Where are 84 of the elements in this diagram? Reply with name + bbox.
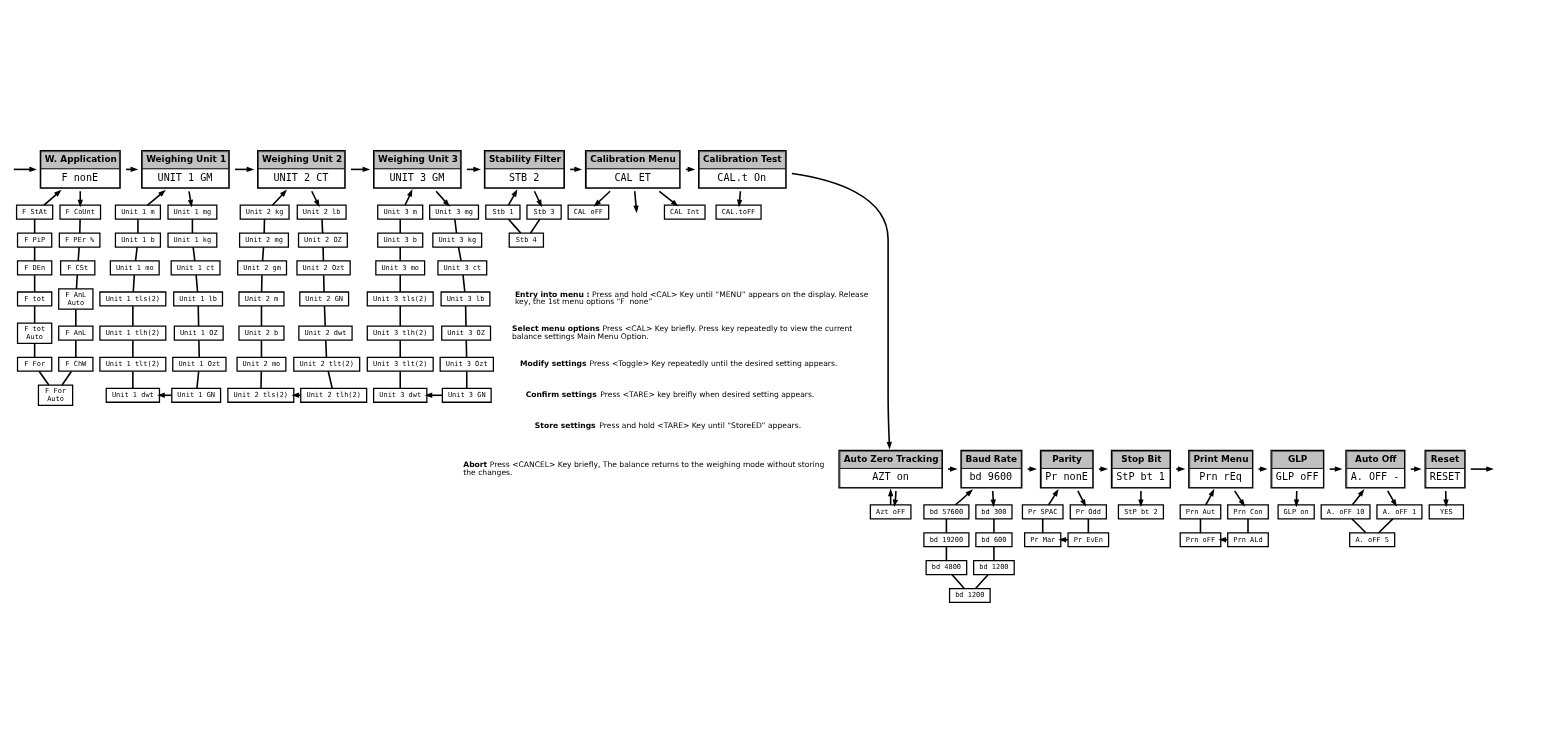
connector [399,305,402,327]
connector [198,339,201,358]
connector [399,246,402,262]
connector [529,218,541,234]
arrow [1386,490,1397,507]
connector [260,305,263,327]
connector [137,218,139,234]
arrow [1469,466,1494,472]
arrow [593,190,611,207]
connector [399,339,402,358]
arrow [1409,466,1422,472]
connector [195,274,199,293]
connector [77,246,80,262]
connector [1351,518,1367,534]
arrow [1257,466,1268,472]
arrow [737,190,743,208]
connector [1041,518,1044,534]
connector [327,370,333,390]
arrow [157,392,173,398]
arrow [291,392,302,398]
arrow [404,189,413,206]
connector [322,246,325,262]
connector [974,573,989,590]
connector [75,308,77,327]
arrow [435,190,450,207]
connector [507,218,522,234]
connector [75,274,79,290]
arrow [1205,488,1215,506]
connector [75,339,77,358]
connector [38,370,50,386]
connector [79,218,81,234]
connector [321,218,324,234]
arrow [633,190,639,214]
connector [1377,518,1394,534]
arrow [990,490,996,508]
connector [457,246,462,262]
connector [322,274,325,293]
connector [993,518,995,534]
connector [454,218,458,234]
connector [399,370,402,390]
connector [260,370,263,390]
connector [132,305,134,327]
arrow [954,489,973,506]
connector [61,370,73,386]
arrow [1077,490,1087,507]
arrow [1218,537,1229,543]
connector [993,546,995,562]
connector [132,339,134,358]
arrow [507,189,518,206]
arrow [146,189,166,206]
connector [192,246,196,262]
arrow [1058,537,1069,543]
connector [132,274,136,293]
arrow [1443,490,1449,508]
connector [261,246,265,262]
arrow [77,190,83,208]
connector [134,246,138,262]
connector [399,218,402,234]
arrow [187,190,194,208]
connector [464,305,467,327]
arrow [791,172,892,450]
arrow [43,189,62,206]
arrow [947,466,958,472]
arrow [1328,466,1343,472]
arrow [424,392,443,398]
arrow [1351,489,1365,506]
arrow [310,190,320,208]
connector [399,274,402,293]
connector [323,305,326,327]
connector [132,370,134,390]
connector [197,305,200,327]
connector [465,370,468,390]
arrow [1233,490,1246,507]
connector [324,339,328,358]
arrow [1175,466,1186,472]
connector [263,218,266,234]
arrow [658,190,679,207]
arrow [1138,490,1144,508]
connector [196,370,200,390]
connector [951,573,965,590]
connector [462,274,466,293]
connector [1247,518,1249,534]
arrow [1047,488,1059,506]
connector [260,274,263,293]
